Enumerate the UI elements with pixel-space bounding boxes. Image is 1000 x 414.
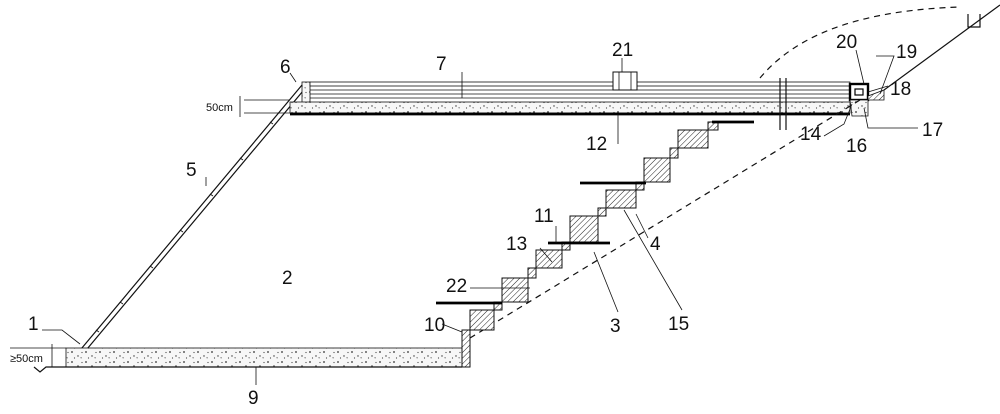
label-16: 16 <box>846 136 867 157</box>
label-2: 2 <box>282 268 293 289</box>
label-9: 9 <box>248 388 259 409</box>
dimension-top-label: 50cm <box>206 102 233 114</box>
label-1: 1 <box>28 314 39 335</box>
label-5: 5 <box>186 160 197 181</box>
label-20: 20 <box>836 32 857 53</box>
label-11: 11 <box>534 206 554 227</box>
stepped-excavation <box>436 120 754 368</box>
label-14: 14 <box>800 124 822 145</box>
leader-lines <box>42 49 918 385</box>
top-berm <box>289 71 851 130</box>
label-10: 10 <box>424 315 445 336</box>
label-6: 6 <box>280 57 291 78</box>
dimension-top-thickness: 50cm <box>206 96 290 117</box>
dimension-bottom-thickness: ≥50cm <box>10 344 66 367</box>
left-slope-protection <box>65 84 309 368</box>
original-ground-line <box>469 6 961 339</box>
label-4: 4 <box>650 234 661 255</box>
label-17: 17 <box>922 120 943 141</box>
callout-labels: 1 2 3 4 5 6 7 9 10 11 12 13 14 15 16 17 … <box>28 32 943 409</box>
label-12: 12 <box>586 134 607 155</box>
label-22: 22 <box>446 276 467 297</box>
label-13: 13 <box>506 234 527 255</box>
bottom-base-layer <box>33 347 463 373</box>
label-7: 7 <box>436 54 447 75</box>
top-drain-ditch <box>848 4 1000 117</box>
label-3: 3 <box>610 316 621 337</box>
label-15: 15 <box>668 314 689 335</box>
dimension-bottom-label: ≥50cm <box>10 353 43 365</box>
label-21: 21 <box>612 40 633 61</box>
label-19: 19 <box>896 42 917 63</box>
label-18: 18 <box>890 79 911 100</box>
